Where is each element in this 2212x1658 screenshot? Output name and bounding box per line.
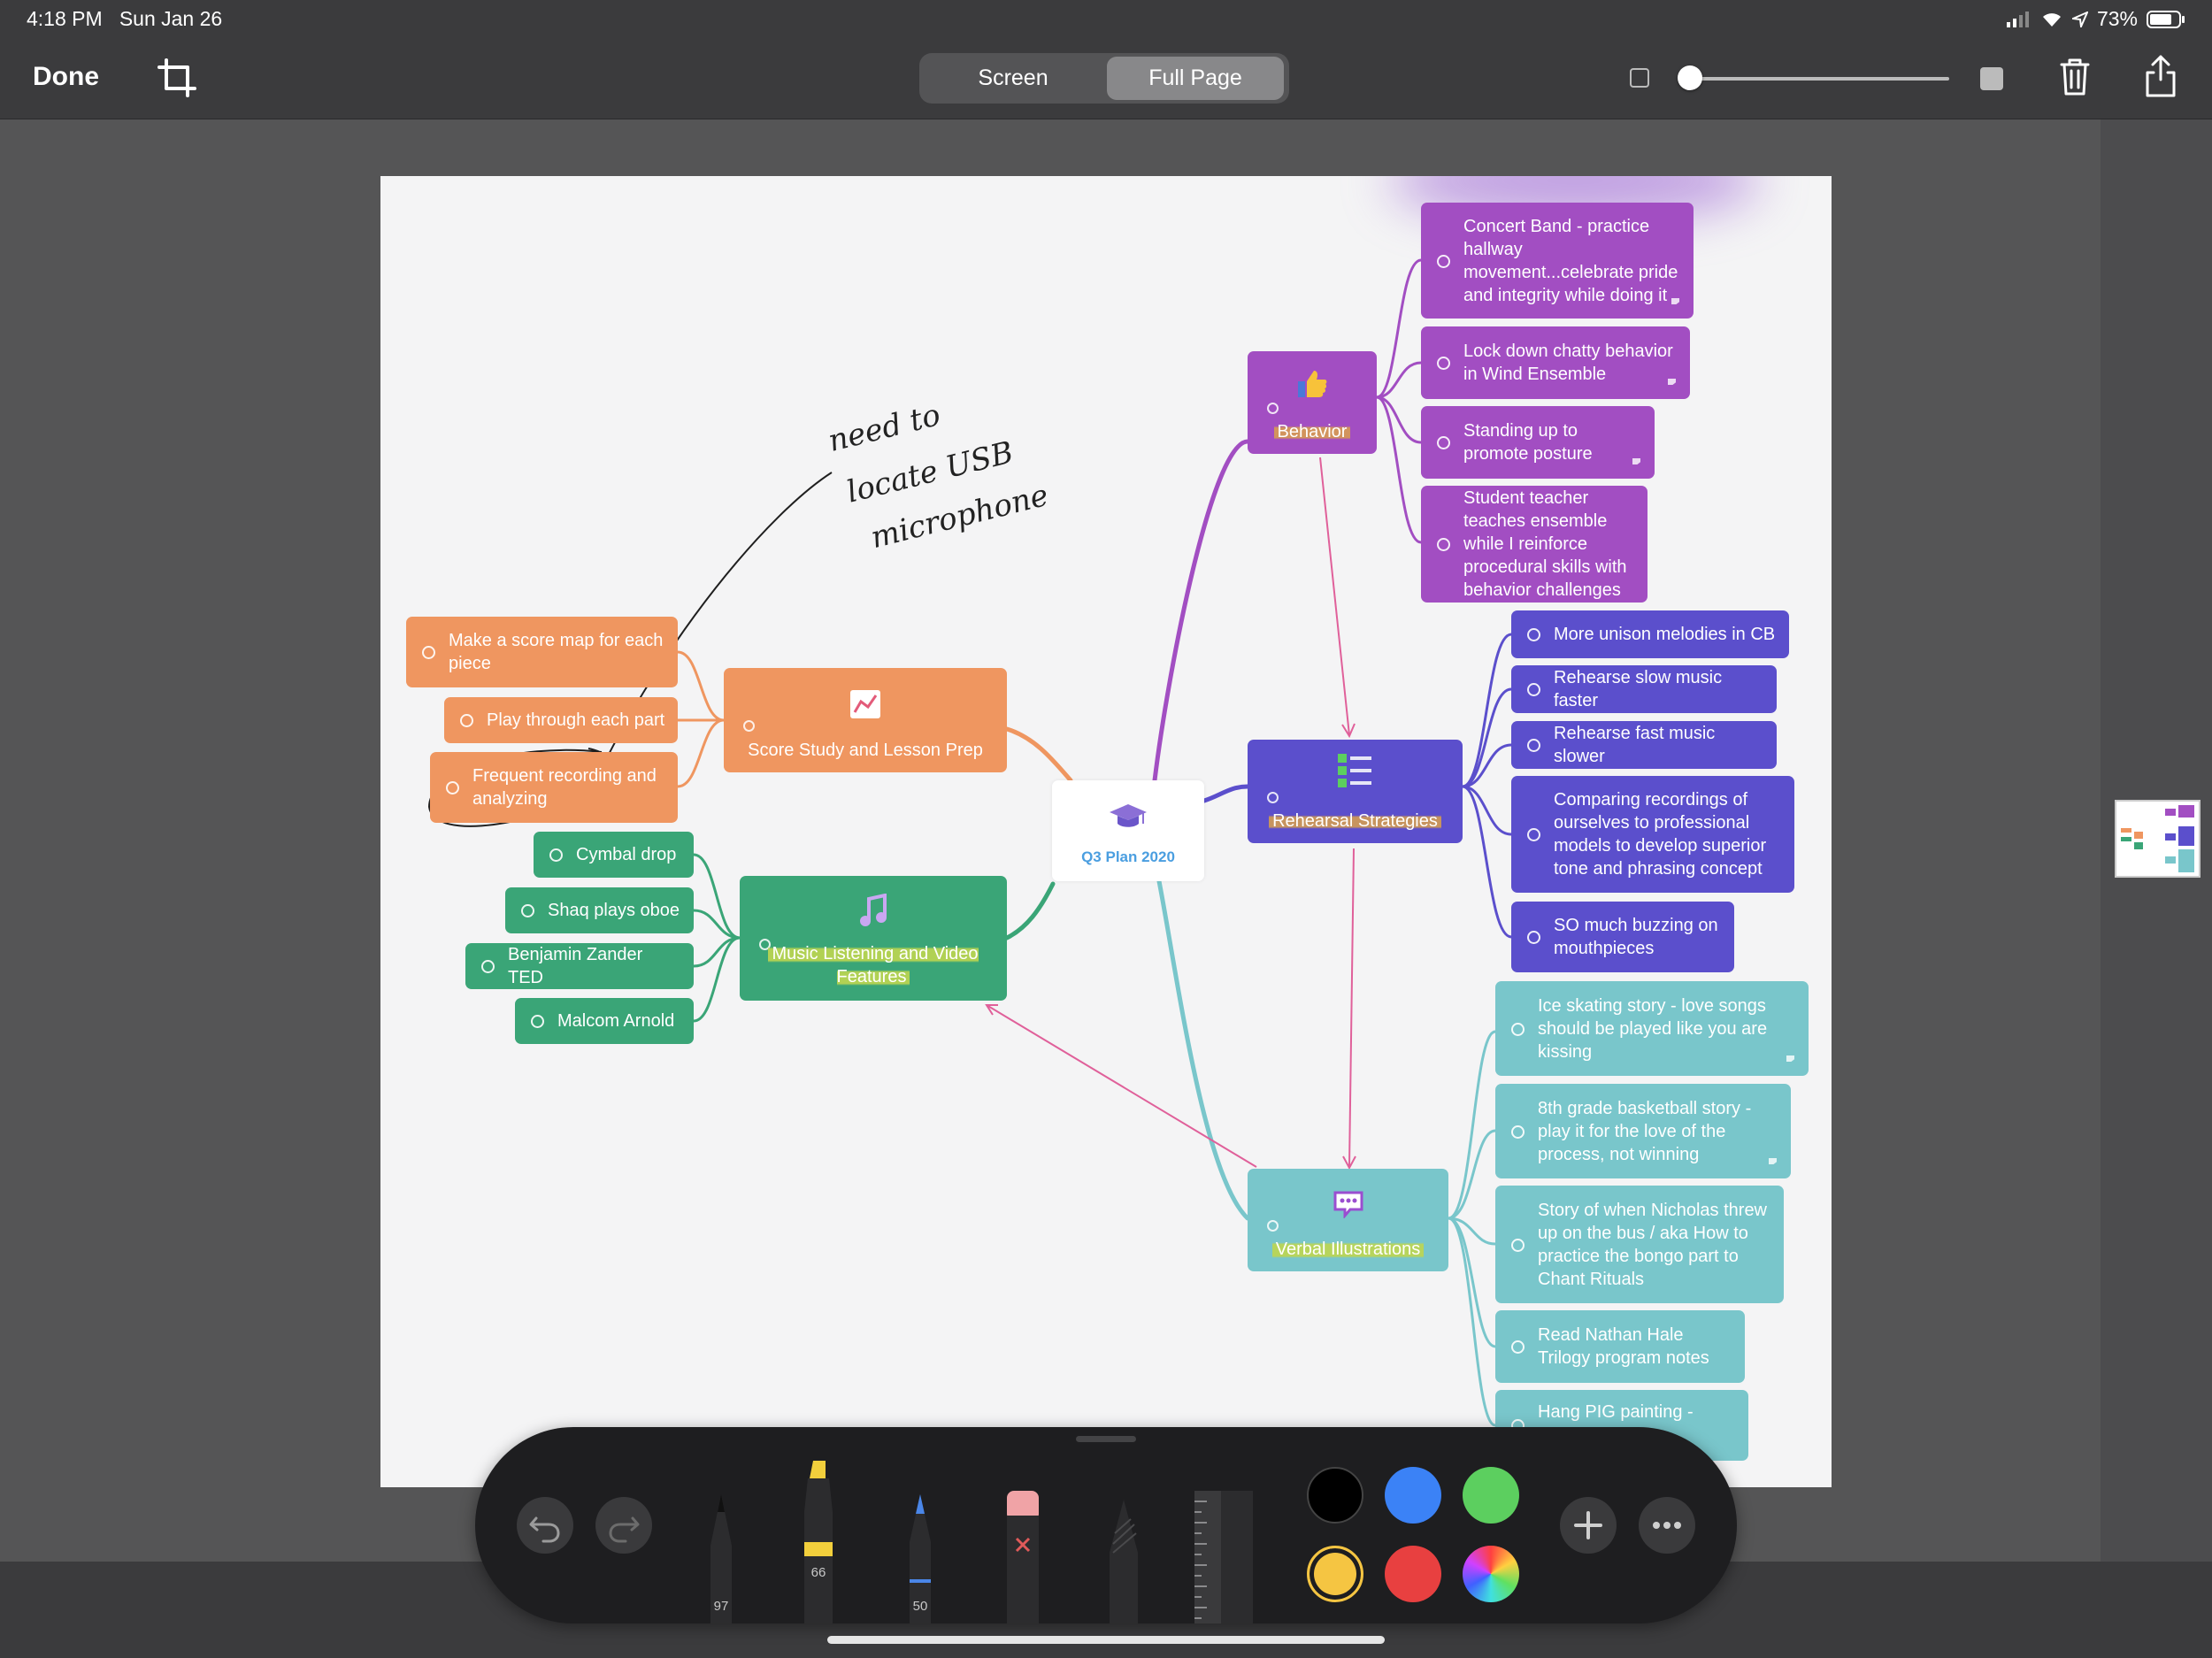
ruler-tool[interactable] — [1194, 1491, 1253, 1623]
leaf-basketball[interactable]: 8th grade basketball story - play it for… — [1495, 1084, 1791, 1178]
done-button[interactable]: Done — [33, 62, 99, 91]
leaf-nicholas-story[interactable]: Story of when Nicholas threw up on the b… — [1495, 1186, 1784, 1303]
topic-rehearsal-strategies[interactable]: Rehearsal Strategies — [1248, 740, 1463, 843]
trash-icon[interactable] — [2053, 55, 2097, 99]
pen-tool[interactable]: 97 — [702, 1493, 741, 1623]
topic-behavior[interactable]: Behavior — [1248, 351, 1377, 454]
color-red[interactable] — [1385, 1546, 1441, 1602]
wifi-icon — [2042, 12, 2061, 27]
leaf-zander-ted[interactable]: Benjamin Zander TED — [465, 943, 694, 989]
redo-icon — [609, 1516, 640, 1543]
pencil-width-label: 50 — [912, 1599, 928, 1614]
markup-top-bar: Done Screen Full Page — [0, 39, 2212, 119]
add-button[interactable] — [1560, 1497, 1617, 1554]
topic-music-listening[interactable]: Music Listening and Video Features — [740, 876, 1007, 1001]
mind-map-page: need to locate USB microphone Q3 Plan 20… — [380, 176, 1832, 1487]
topic-behavior-label: Behavior — [1273, 422, 1351, 441]
note-icon — [1671, 298, 1679, 304]
topic-verbal-illustrations[interactable]: Verbal Illustrations — [1248, 1169, 1448, 1271]
note-icon — [1668, 379, 1676, 385]
leaf-concert-band[interactable]: Concert Band - practice hallway movement… — [1421, 203, 1694, 319]
leaf-comparing-recordings[interactable]: Comparing recordings of ourselves to pro… — [1511, 776, 1794, 893]
home-indicator[interactable] — [827, 1636, 1385, 1644]
page-thumbnail[interactable] — [2115, 800, 2200, 878]
leaf-rehearse-slow[interactable]: Rehearse slow music faster — [1511, 665, 1777, 713]
opacity-min-icon — [1630, 68, 1649, 88]
leaf-unison-melodies[interactable]: More unison melodies in CB — [1511, 610, 1789, 658]
tab-screen[interactable]: Screen — [978, 65, 1048, 90]
note-icon — [1786, 1055, 1794, 1062]
thumbs-up-icon — [1298, 371, 1327, 397]
marker-icon — [804, 1461, 833, 1623]
pencil-icon — [910, 1494, 931, 1623]
status-bar: 4:18 PM Sun Jan 26 73% — [0, 0, 2212, 39]
color-blue[interactable] — [1385, 1467, 1441, 1524]
opacity-max-icon — [1980, 67, 2003, 90]
pencil-tool[interactable]: 50 — [901, 1493, 940, 1623]
marker-tool[interactable]: 66 — [799, 1459, 838, 1623]
plus-icon — [1574, 1511, 1602, 1539]
cellular-icon — [2006, 11, 2029, 27]
ruler-icon — [1194, 1491, 1253, 1623]
graduation-cap-icon — [1110, 804, 1147, 827]
topic-score-study-label: Score Study and Lesson Prep — [748, 741, 983, 760]
topic-music-listening-label: Music Listening and Video Features — [768, 944, 979, 986]
topic-verbal-label: Verbal Illustrations — [1271, 1240, 1425, 1259]
note-icon — [1769, 1158, 1777, 1164]
redo-button[interactable] — [595, 1497, 652, 1554]
toolbar-grab-handle[interactable] — [1076, 1436, 1136, 1442]
leaf-frequent-recording[interactable]: Frequent recording and analyzing — [430, 752, 678, 823]
status-right: 73% — [2006, 7, 2185, 31]
color-yellow-selected[interactable] — [1307, 1546, 1363, 1602]
topic-score-study[interactable]: Score Study and Lesson Prep — [724, 668, 1007, 772]
music-note-icon — [860, 894, 887, 926]
leaf-nathan-hale[interactable]: Read Nathan Hale Trilogy program notes — [1495, 1310, 1745, 1383]
leaf-chatty-behavior[interactable]: Lock down chatty behavior in Wind Ensemb… — [1421, 326, 1690, 399]
leaf-play-through[interactable]: Play through each part — [444, 697, 678, 743]
leaf-buzzing-mouthpieces[interactable]: SO much buzzing on mouthpieces — [1511, 902, 1734, 972]
battery-icon — [2147, 10, 2185, 28]
more-icon — [1653, 1522, 1681, 1529]
central-topic-label: Q3 Plan 2020 — [1081, 848, 1175, 865]
topic-rehearsal-label: Rehearsal Strategies — [1269, 811, 1441, 831]
leaf-score-map[interactable]: Make a score map for each piece — [406, 617, 678, 687]
more-button[interactable] — [1639, 1497, 1695, 1554]
battery-percent: 73% — [2096, 7, 2138, 30]
leaf-ice-skating[interactable]: Ice skating story - love songs should be… — [1495, 981, 1809, 1076]
leaf-rehearse-fast[interactable]: Rehearse fast music slower — [1511, 721, 1777, 769]
note-icon — [1632, 458, 1640, 464]
central-topic[interactable]: Q3 Plan 2020 — [1052, 780, 1204, 881]
color-picker-wheel[interactable] — [1463, 1546, 1519, 1602]
thumbnail-preview-icon — [2121, 805, 2194, 872]
eraser-icon — [1007, 1491, 1039, 1623]
eraser-tool[interactable] — [1003, 1489, 1042, 1623]
crop-icon[interactable] — [156, 57, 198, 99]
leaf-student-teacher[interactable]: Student teacher teaches ensemble while I… — [1421, 486, 1647, 603]
leaf-posture[interactable]: Standing up to promote posture — [1421, 406, 1655, 479]
lasso-tool[interactable] — [1104, 1498, 1143, 1623]
opacity-slider-track[interactable] — [1690, 77, 1949, 81]
undo-icon — [529, 1516, 560, 1543]
leaf-cymbal-drop[interactable]: Cymbal drop — [534, 832, 694, 878]
checklist-icon — [1337, 754, 1371, 787]
color-black[interactable] — [1307, 1467, 1363, 1524]
leaf-malcom-arnold[interactable]: Malcom Arnold — [515, 998, 694, 1044]
tab-full-page[interactable]: Full Page — [1107, 57, 1284, 100]
undo-button[interactable] — [517, 1497, 573, 1554]
leaf-shaq-oboe[interactable]: Shaq plays oboe — [505, 887, 694, 933]
pen-icon — [710, 1494, 732, 1623]
speech-bubble-icon — [1333, 1191, 1363, 1218]
location-icon — [2071, 11, 2088, 27]
drawing-toolbar: 97 66 50 — [475, 1427, 1737, 1623]
opacity-slider-knob[interactable] — [1678, 65, 1702, 90]
chart-icon — [850, 690, 880, 718]
marker-width-label: 66 — [810, 1565, 826, 1580]
capture-mode-segmented-control: Screen Full Page — [919, 53, 1289, 104]
pen-width-label: 97 — [713, 1599, 729, 1614]
status-time: 4:18 PM Sun Jan 26 — [27, 7, 223, 30]
share-icon[interactable] — [2139, 53, 2183, 99]
color-green[interactable] — [1463, 1467, 1519, 1524]
lasso-icon — [1110, 1500, 1138, 1623]
connector-lines — [427, 258, 1512, 1427]
